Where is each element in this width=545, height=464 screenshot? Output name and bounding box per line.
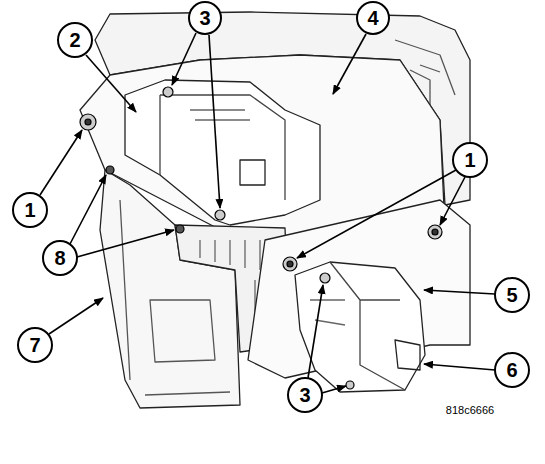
callout-number: 2 (69, 29, 80, 51)
callout-number: 1 (464, 149, 475, 171)
callout-number: 8 (54, 247, 65, 269)
callout-number: 6 (506, 359, 517, 381)
callout-number: 5 (506, 284, 517, 306)
callout-number: 3 (199, 7, 210, 29)
callout-number: 7 (29, 334, 40, 356)
figure-code: 818c6666 (446, 404, 494, 417)
callout-circle (13, 2, 529, 412)
callout-number: 1 (24, 199, 35, 221)
callout-number: 3 (299, 384, 310, 406)
callout-number: 4 (367, 7, 378, 29)
